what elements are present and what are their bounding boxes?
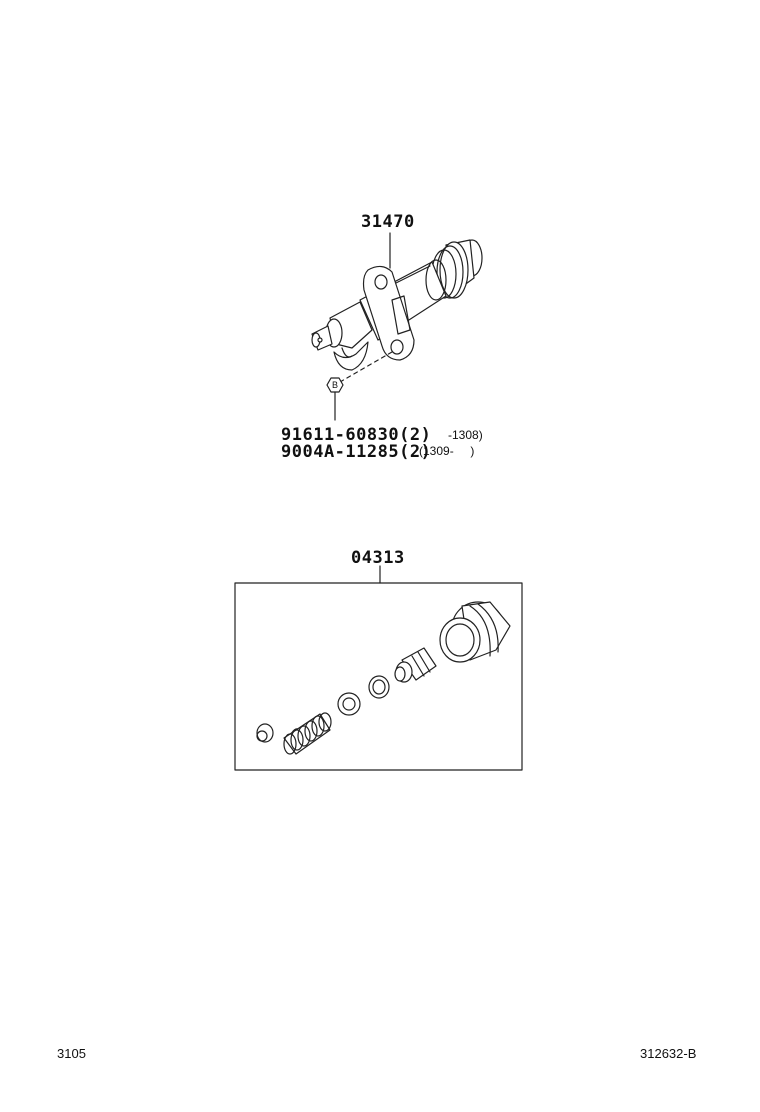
kit-spring [283,712,332,755]
bolt-row-1: 91611-60830(2) [281,425,431,445]
kit-cup-seal [368,675,390,699]
flange-hole-top [374,274,388,290]
bolt-part-number-1[interactable]: 91611-60830 [281,425,400,445]
part-number-31470[interactable]: 31470 [361,212,415,232]
bolt-row-2: 9004A-11285(2) [281,442,431,462]
footer-left-code: 3105 [57,1046,86,1061]
flange-hole-bottom [390,339,404,355]
repair-kit-drawing [234,565,523,771]
footer-right-code: 312632-B [640,1046,697,1061]
kit-box [234,582,523,771]
bolt-center-line [339,351,393,383]
kit-boot [439,601,511,663]
hose-fitting [333,341,369,371]
bolt-marker-label: B [331,380,338,390]
mounting-flange [362,265,415,361]
kit-piston [394,647,437,683]
bolt-qty-2: (2) [399,442,432,462]
bolt-marker-hex [326,377,344,393]
kit-seal-ring [337,692,361,716]
bolt-range-1: -1308) [448,428,483,442]
release-cylinder-drawing [311,232,483,421]
part-number-04313[interactable]: 04313 [351,548,405,568]
bolt-range-2: (1309- ) [419,444,475,458]
bolt-part-number-2[interactable]: 9004A-11285 [281,442,400,462]
bolt-qty-1: (2) [399,425,432,445]
kit-cap [256,723,274,743]
